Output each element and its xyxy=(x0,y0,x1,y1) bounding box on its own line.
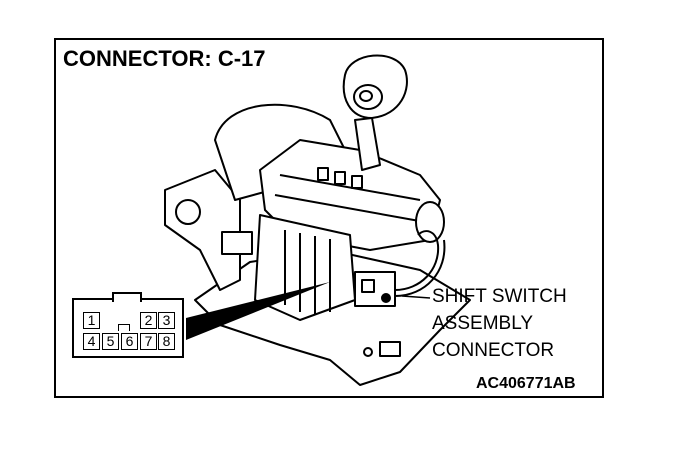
lever-shaft xyxy=(354,117,381,171)
connector-title: CONNECTOR: C-17 xyxy=(63,46,266,71)
callout-line-2: ASSEMBLY xyxy=(432,313,534,334)
connector-face-diagram: 1 2 3 4 5 6 7 8 xyxy=(72,292,184,358)
pin-8: 8 xyxy=(158,333,175,350)
pin-2: 2 xyxy=(140,312,157,329)
callout-line-1: SHIFT SWITCH xyxy=(432,286,567,307)
connector-latch xyxy=(112,292,142,302)
figure-code: AC406771AB xyxy=(476,375,576,392)
pin-1: 1 xyxy=(83,312,100,329)
pin-key xyxy=(118,324,130,331)
pin-6: 6 xyxy=(121,333,138,350)
pointer-wedge xyxy=(186,282,330,340)
pin-5: 5 xyxy=(102,333,119,350)
side-ring xyxy=(415,201,445,243)
pin-7: 7 xyxy=(140,333,157,350)
pin-3: 3 xyxy=(158,312,175,329)
pin-4: 4 xyxy=(83,333,100,350)
left-bracket xyxy=(164,169,241,291)
callout-line-3: CONNECTOR xyxy=(432,340,555,361)
